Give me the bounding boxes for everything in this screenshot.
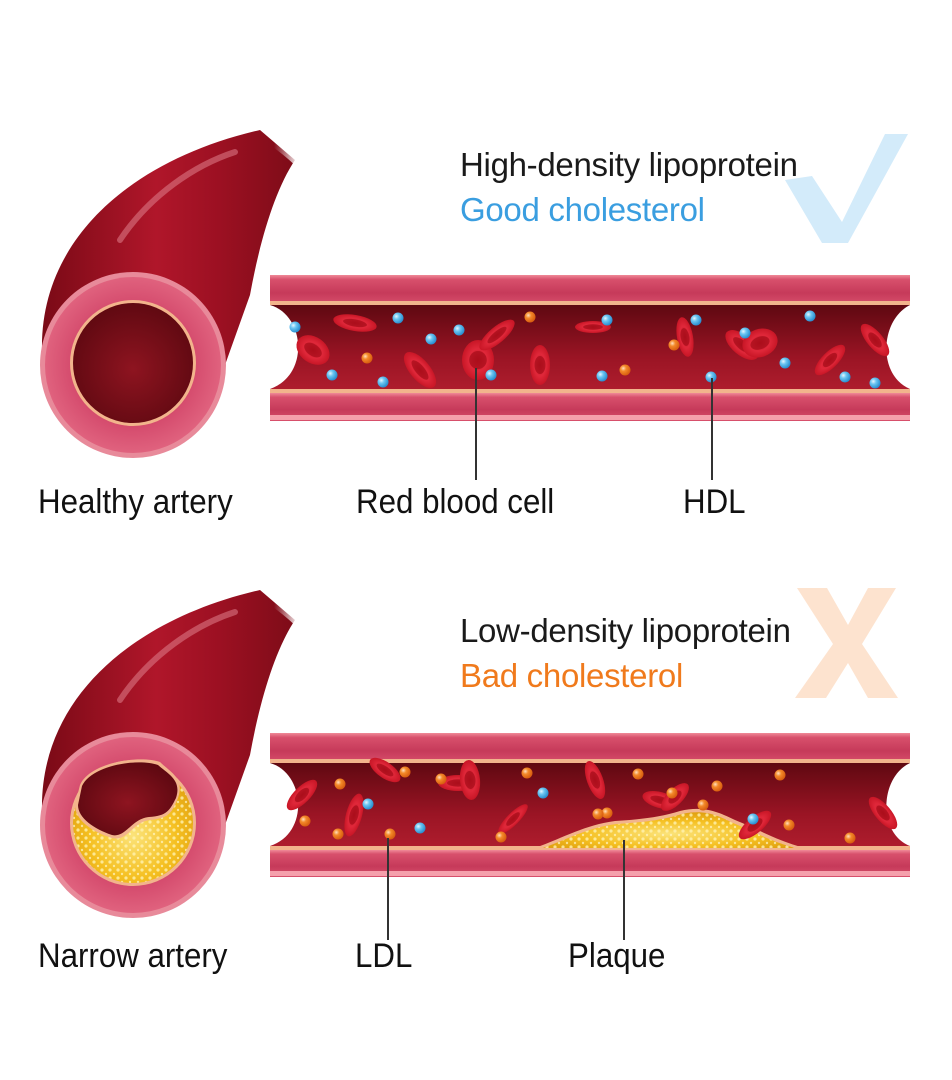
red-blood-cell bbox=[403, 351, 437, 389]
red-blood-cell bbox=[742, 328, 778, 358]
hdl-subtitle: Good cholesterol bbox=[460, 191, 705, 228]
healthy-artery-cross-section bbox=[40, 125, 300, 458]
red-blood-cell bbox=[676, 317, 694, 357]
red-blood-cell-label: Red blood cell bbox=[356, 483, 555, 521]
ldl-particle bbox=[783, 819, 795, 831]
ldl-particle bbox=[844, 832, 856, 844]
ldl-particle bbox=[632, 768, 644, 780]
healthy-artery-label: Healthy artery bbox=[38, 483, 233, 521]
red-blood-cell bbox=[814, 344, 846, 376]
narrow-artery-label: Narrow artery bbox=[38, 937, 228, 975]
hdl-particle bbox=[362, 798, 374, 810]
hdl-particle bbox=[747, 813, 759, 825]
ldl-particle bbox=[495, 831, 507, 843]
narrow-artery-cross-section bbox=[40, 585, 300, 918]
hdl-particle bbox=[414, 822, 426, 834]
ldl-particle bbox=[592, 808, 604, 820]
ldl-particle bbox=[774, 769, 786, 781]
ldl-particle bbox=[711, 780, 723, 792]
red-blood-cell bbox=[369, 757, 401, 783]
hdl-label: HDL bbox=[683, 483, 746, 521]
hdl-particle bbox=[739, 327, 751, 339]
hdl-leader-line bbox=[711, 378, 713, 480]
hdl-particle bbox=[869, 377, 881, 389]
plaque-leader-line bbox=[623, 840, 625, 940]
red-blood-cell bbox=[333, 314, 377, 332]
ldl-particle bbox=[384, 828, 396, 840]
ldl-particle bbox=[399, 766, 411, 778]
ldl-particle bbox=[524, 311, 536, 323]
ldl-leader-line bbox=[387, 838, 389, 940]
hdl-particle bbox=[392, 312, 404, 324]
ldl-title: Low-density lipoprotein bbox=[460, 612, 791, 649]
hdl-particle bbox=[839, 371, 851, 383]
healthy-vessel bbox=[270, 275, 910, 421]
hdl-particle bbox=[289, 321, 301, 333]
hdl-particle bbox=[485, 369, 497, 381]
hdl-particle bbox=[377, 376, 389, 388]
ldl-particle bbox=[334, 778, 346, 790]
red-blood-cell bbox=[584, 761, 606, 799]
hdl-particle bbox=[326, 369, 338, 381]
hdl-particle bbox=[804, 310, 816, 322]
ldl-particle bbox=[332, 828, 344, 840]
hdl-particle bbox=[425, 333, 437, 345]
red-blood-cell bbox=[459, 760, 481, 800]
red-blood-cell bbox=[498, 804, 528, 834]
red-blood-cell bbox=[479, 319, 515, 351]
ldl-particle bbox=[668, 339, 680, 351]
ldl-particle bbox=[361, 352, 373, 364]
red-blood-cell bbox=[575, 321, 611, 333]
hdl-title: High-density lipoprotein bbox=[460, 146, 798, 183]
red-blood-cell bbox=[530, 345, 550, 385]
red-blood-cell bbox=[286, 779, 318, 811]
plaque-label: Plaque bbox=[568, 937, 666, 975]
hdl-particle bbox=[779, 357, 791, 369]
ldl-particle bbox=[666, 787, 678, 799]
hdl-particle bbox=[596, 370, 608, 382]
ldl-particle bbox=[299, 815, 311, 827]
rbc-leader-line bbox=[475, 368, 477, 480]
hdl-particle bbox=[453, 324, 465, 336]
ldl-particle bbox=[697, 799, 709, 811]
ldl-particle bbox=[601, 807, 613, 819]
red-blood-cell bbox=[860, 323, 890, 357]
ldl-particle bbox=[435, 773, 447, 785]
ldl-particle bbox=[521, 767, 533, 779]
ldl-particle bbox=[619, 364, 631, 376]
red-blood-cell bbox=[296, 335, 330, 365]
ldl-label: LDL bbox=[355, 937, 413, 975]
narrow-vessel bbox=[270, 733, 910, 877]
hdl-particle bbox=[537, 787, 549, 799]
hdl-particle bbox=[690, 314, 702, 326]
ldl-subtitle: Bad cholesterol bbox=[460, 657, 683, 694]
red-blood-cell bbox=[738, 810, 772, 840]
red-blood-cell bbox=[868, 796, 898, 830]
red-blood-cell bbox=[344, 793, 364, 837]
hdl-particle bbox=[705, 371, 717, 383]
hdl-particle bbox=[601, 314, 613, 326]
